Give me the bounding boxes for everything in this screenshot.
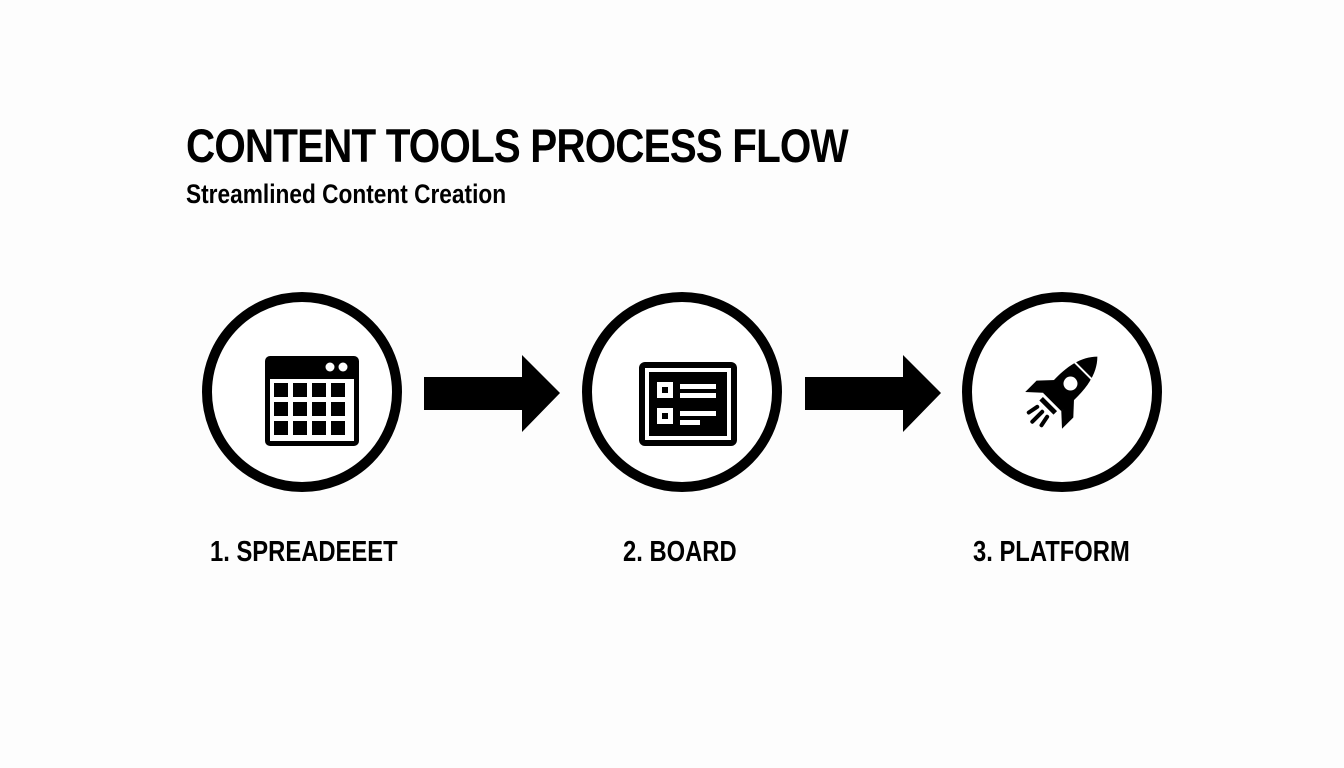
arrow-right-icon	[805, 355, 941, 432]
board-icon	[639, 362, 737, 446]
step-1-label: 1. SPREADEEET	[210, 536, 398, 568]
step-1-circle	[202, 292, 402, 492]
step-3-label: 3. PLATFORM	[973, 536, 1130, 568]
rocket-icon	[1025, 356, 1098, 429]
arrow-right-icon	[424, 355, 560, 432]
diagram-subtitle: Streamlined Content Creation	[186, 179, 507, 209]
diagram-title: CONTENT TOOLS PROCESS FLOW	[186, 119, 849, 172]
step-2-circle	[582, 292, 782, 492]
spreadsheet-icon	[265, 356, 359, 446]
step-3-circle	[962, 292, 1162, 492]
step-2-label: 2. BOARD	[623, 536, 737, 568]
